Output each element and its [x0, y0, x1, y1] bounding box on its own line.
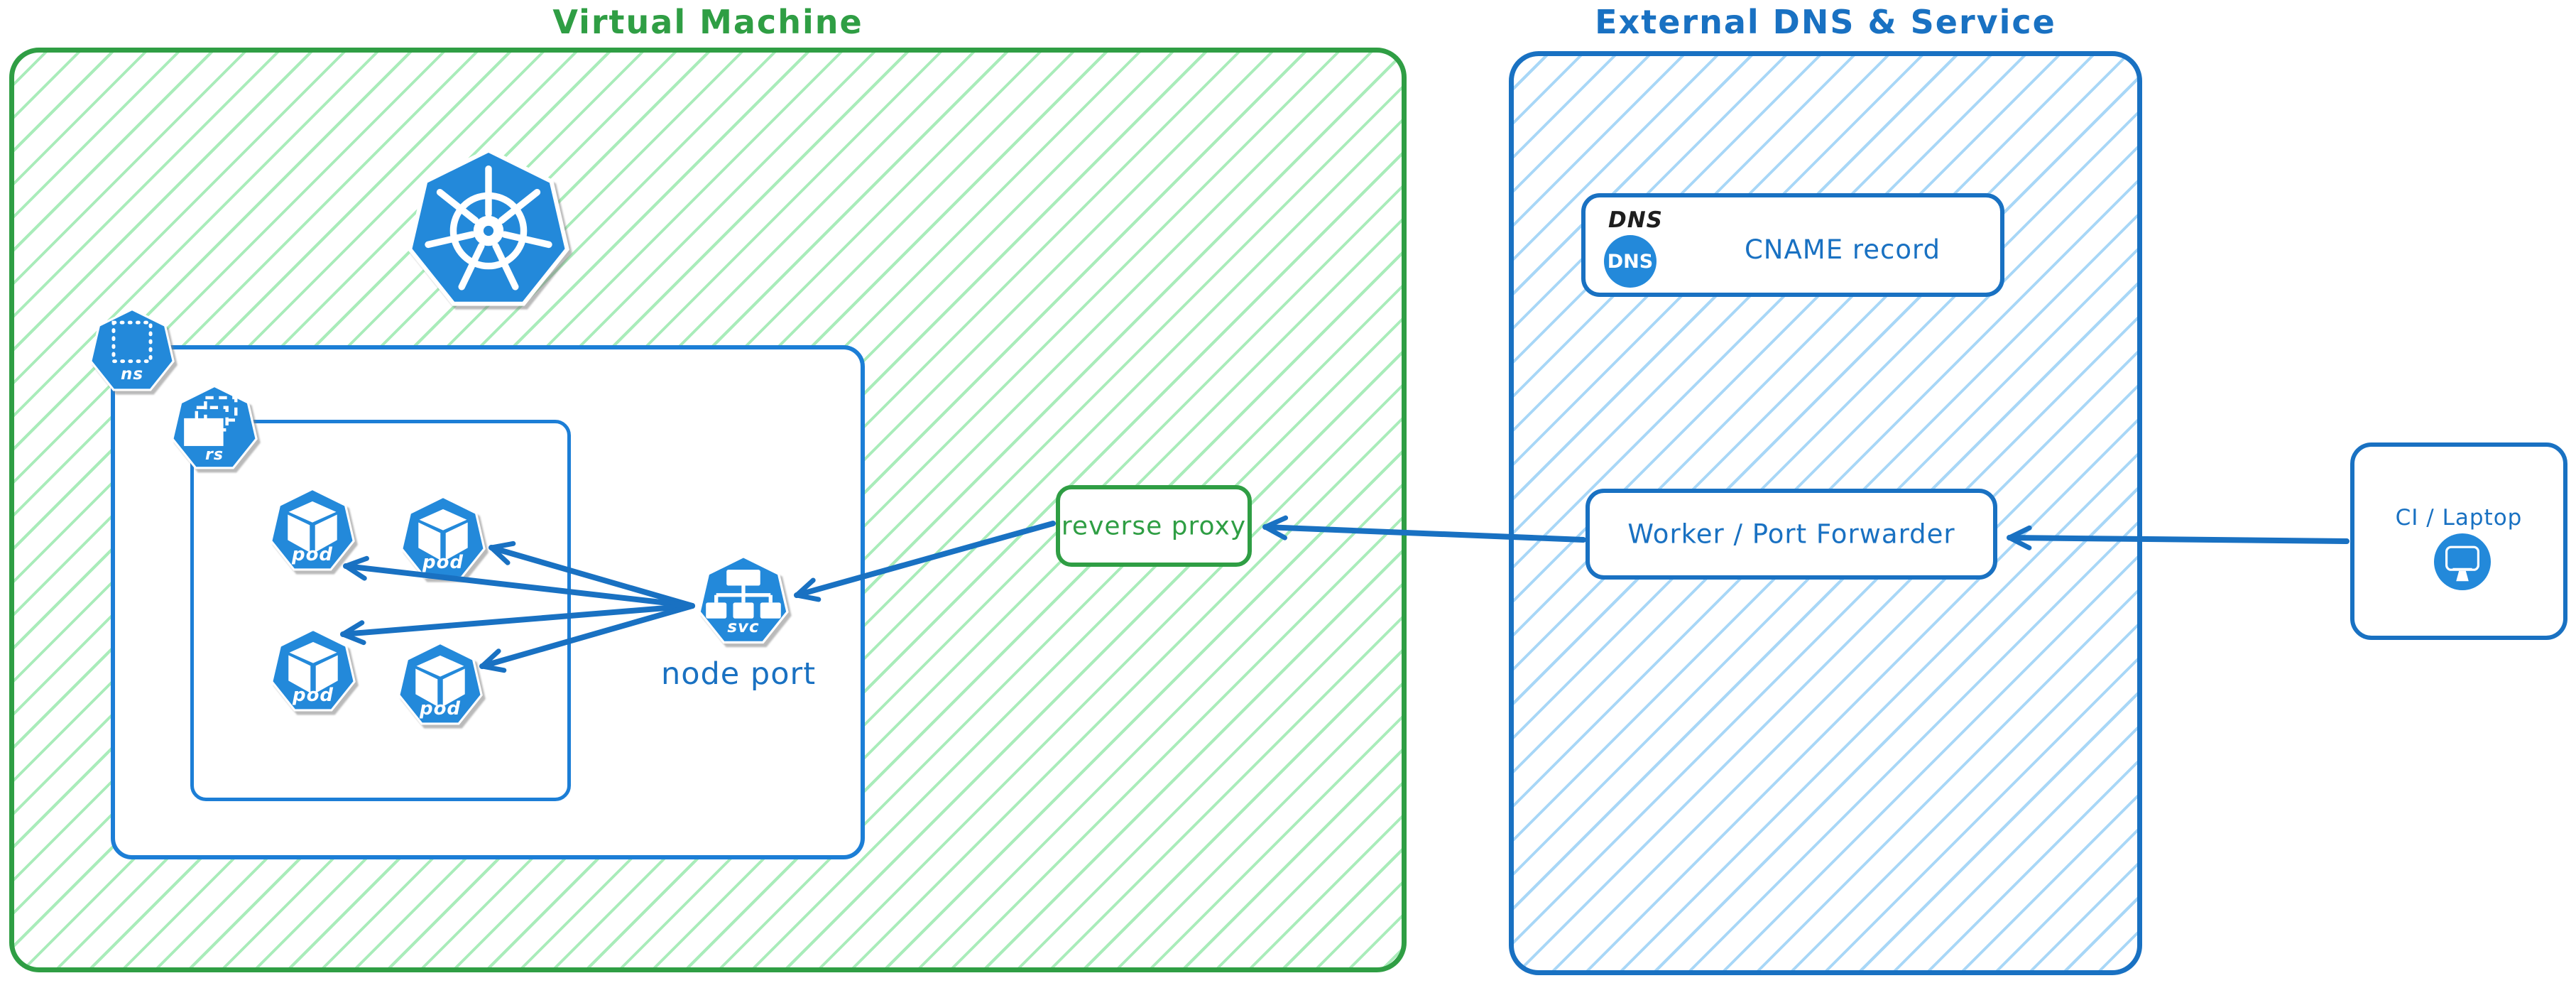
worker-port-forwarder-label: Worker / Port Forwarder	[1627, 518, 1955, 550]
pod-badge-label: pod	[422, 552, 464, 574]
namespace-icon: ns	[88, 308, 176, 396]
external-dns-service-title: External DNS & Service	[1595, 3, 2056, 41]
namespace-badge-label: ns	[120, 364, 144, 384]
pod-icon-4: pod	[396, 641, 484, 729]
arrow-svc-to-pod-4	[479, 603, 695, 673]
pod-icon-1: pod	[268, 487, 356, 575]
worker-port-forwarder-node: Worker / Port Forwarder	[1586, 489, 1997, 580]
dns-tag: DNS	[1608, 207, 1664, 233]
service-icon: svc	[697, 555, 790, 648]
arrow-svc-to-pod-2	[489, 541, 695, 609]
arrow-svc-to-pod-1	[343, 555, 695, 609]
pod-icon-3: pod	[269, 628, 357, 716]
cname-record-node: DNS DNS CNAME record	[1581, 193, 2004, 297]
pod-badge-label: pod	[291, 544, 334, 566]
dns-icon: DNS	[1604, 235, 1657, 288]
arrow-ci-to-worker	[2007, 525, 2349, 550]
kubernetes-logo-icon	[405, 147, 572, 315]
replicaset-icon: rs	[170, 384, 259, 474]
arrow-reverse-proxy-to-node-port	[794, 521, 1056, 602]
ci-laptop-node: CI / Laptop	[2350, 442, 2567, 640]
service-badge-label: svc	[727, 617, 760, 636]
virtual-machine-title: Virtual Machine	[552, 3, 863, 41]
arrow-worker-to-reverse-proxy	[1262, 515, 1586, 543]
dns-icon-text: DNS	[1607, 250, 1654, 273]
monitor-icon	[2434, 533, 2491, 590]
cname-record-label: CNAME record	[1744, 234, 1941, 265]
replicaset-box	[190, 420, 571, 801]
arrow-svc-to-pod-3	[340, 603, 695, 646]
reverse-proxy-label: reverse proxy	[1061, 511, 1247, 541]
pod-badge-label: pod	[419, 698, 462, 720]
reverse-proxy-node: reverse proxy	[1056, 485, 1252, 567]
node-port-caption: node port	[660, 656, 817, 692]
replicaset-badge-label: rs	[205, 446, 224, 465]
ci-laptop-label: CI / Laptop	[2395, 505, 2523, 531]
pod-badge-label: pod	[292, 685, 334, 707]
